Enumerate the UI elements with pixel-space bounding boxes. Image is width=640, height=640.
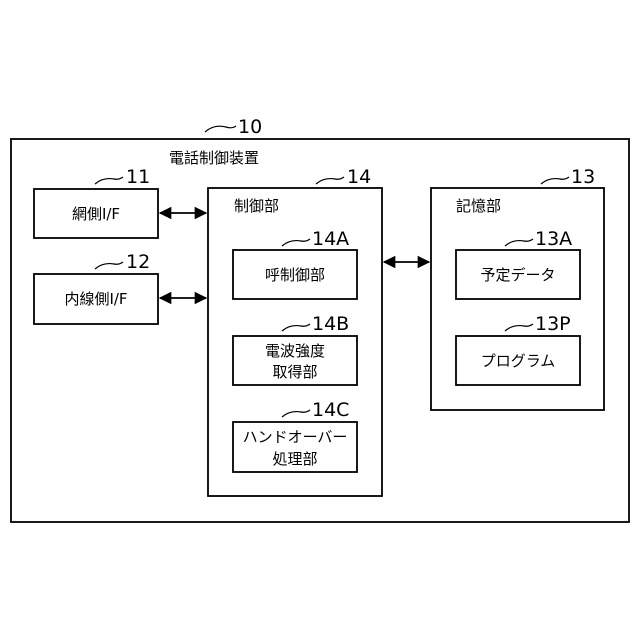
program-ref: 13P — [535, 313, 571, 335]
signal-acq-ref: 14B — [312, 313, 349, 335]
internal-if-ref: 12 — [126, 251, 150, 273]
network-if-ref: 11 — [126, 166, 150, 188]
handover-ref: 14C — [312, 399, 349, 421]
device-leader-line — [205, 126, 236, 132]
storage-label: 記憶部 — [456, 197, 501, 215]
device-ref: 10 — [238, 116, 262, 138]
network-if-label: 網側I/F — [72, 205, 120, 223]
handover-label-line2: 処理部 — [272, 450, 317, 468]
schedule-data-ref: 13A — [535, 228, 572, 250]
control-label: 制御部 — [234, 197, 279, 215]
handover-label-line1: ハンドオーバー — [243, 428, 348, 446]
signal-acq-label-line2: 取得部 — [272, 363, 317, 381]
control-ref: 14 — [347, 166, 371, 188]
device-label: 電話制御装置 — [169, 149, 259, 167]
signal-acq-label-line1: 電波強度 — [265, 342, 325, 360]
internal-if-label: 内線側I/F — [64, 290, 127, 308]
call-control-ref: 14A — [312, 228, 349, 250]
call-control-label: 呼制御部 — [265, 266, 325, 284]
schedule-data-label: 予定データ — [480, 266, 555, 284]
program-label: プログラム — [481, 352, 556, 370]
storage-ref: 13 — [571, 166, 595, 188]
